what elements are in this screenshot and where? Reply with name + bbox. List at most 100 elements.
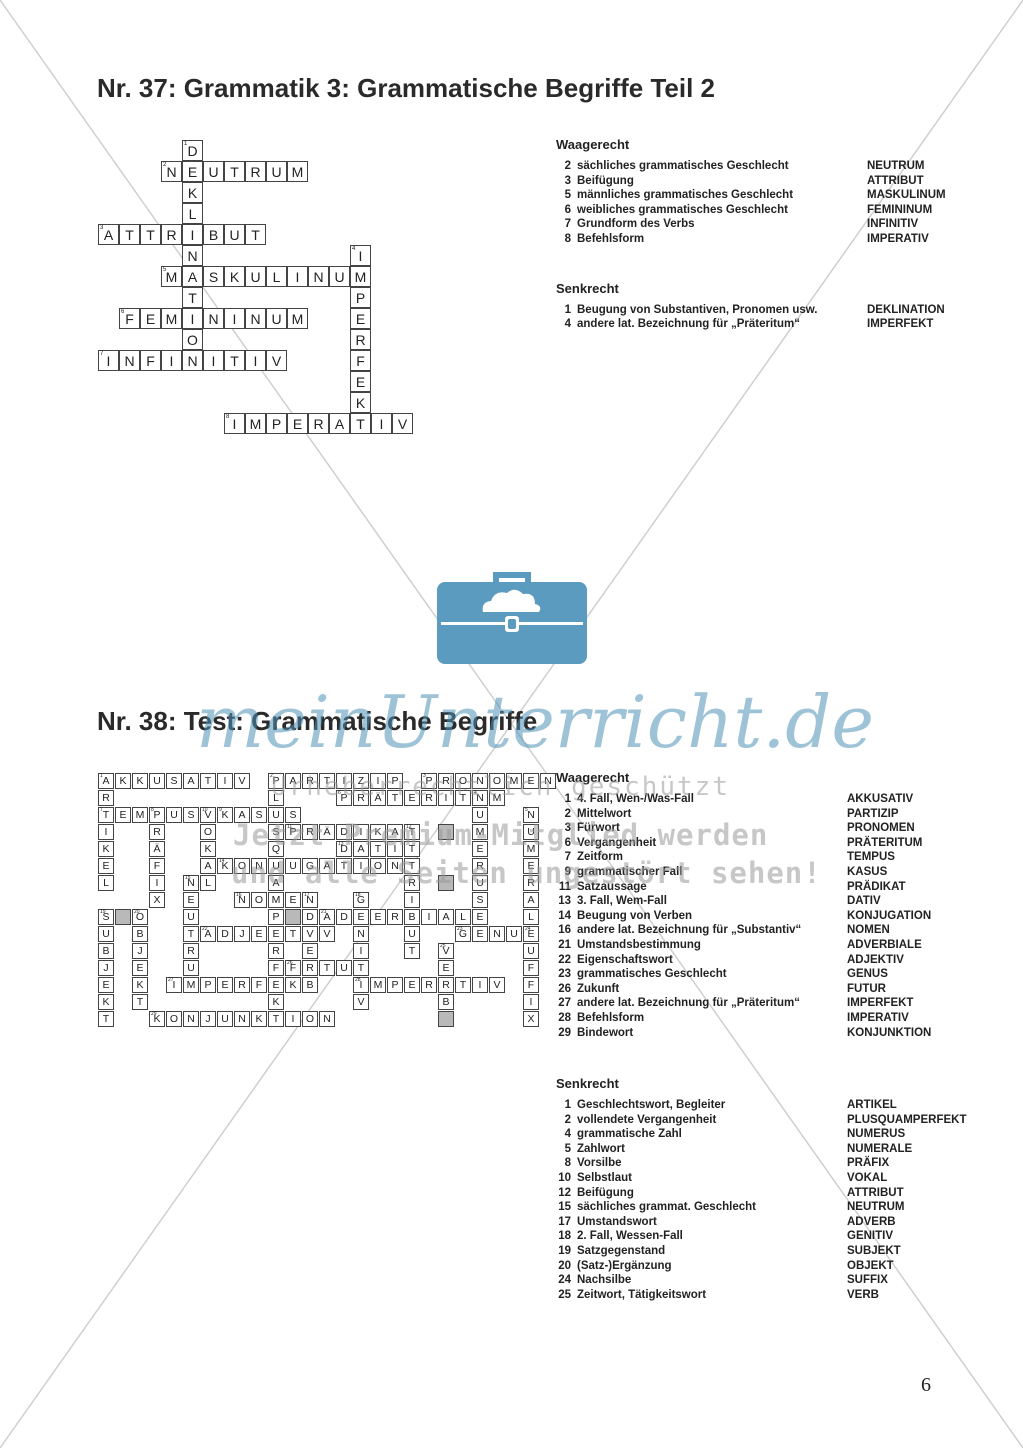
- grid38-cell: T: [200, 773, 216, 789]
- clue-text: Geschlechtswort, Begleiter: [577, 1099, 726, 1112]
- grid38-cell: A: [268, 875, 284, 891]
- grid37-cell: M: [350, 266, 371, 287]
- grid38-cell: L: [200, 875, 216, 891]
- grid38-cell: T: [268, 1011, 284, 1027]
- grid38-cell: O: [370, 858, 386, 874]
- grid38-cell-number: 20: [134, 909, 140, 915]
- watermark-line-3: und alle Seiten ungestört sehen!: [231, 856, 822, 890]
- grid38-cell-number: 9: [219, 807, 222, 813]
- clue-number: 27: [558, 997, 571, 1010]
- clue-text: 4. Fall, Wen-/Was-Fall: [577, 793, 694, 805]
- grid37-cell: T: [224, 161, 245, 182]
- grid37-cell: I: [161, 350, 182, 371]
- grid38-cell: U: [523, 824, 539, 840]
- clue-number: 3: [564, 174, 571, 187]
- grid38-cell: X: [523, 1011, 539, 1027]
- grid38-cell: A: [353, 841, 369, 857]
- grid38-cell: I: [353, 824, 369, 840]
- clue-answer: FEMININUM: [867, 203, 933, 216]
- grid38-cell: S: [183, 807, 199, 823]
- grid38-cell-number: 22: [202, 926, 208, 932]
- grid38-cell: T: [387, 790, 403, 806]
- clue-text: Beugung von Substantiven, Pronomen usw.: [577, 303, 818, 316]
- clue-number: 1: [564, 793, 571, 805]
- grid38-cell-number: 15: [185, 875, 191, 881]
- grid38-cell: P: [387, 977, 403, 993]
- clue-text: andere lat. Bezeichnung für „Substantiv“: [577, 924, 802, 937]
- grid38-cell: J: [98, 960, 114, 976]
- clue-answer: ATTRIBUT: [847, 1186, 904, 1199]
- watermark-line-1: Urheberrechtlich geschützt: [271, 772, 730, 802]
- grid38-cell: R: [98, 790, 114, 806]
- grid38-cell: U: [404, 926, 420, 942]
- grid37-cell: K: [182, 182, 203, 203]
- grid38-cell: E: [472, 841, 488, 857]
- grid38-cell: T: [336, 858, 352, 874]
- grid38-cell: R: [353, 790, 369, 806]
- clue-text: andere lat. Bezeichnung für „Präteritum“: [577, 997, 801, 1010]
- grid38-cell: R: [302, 773, 318, 789]
- grid38-cell-number: 28: [355, 977, 361, 983]
- grid37-cell: T: [224, 350, 245, 371]
- grid37-cell: U: [266, 161, 287, 182]
- grid38-cell: E: [115, 807, 131, 823]
- page-number: 6: [921, 1374, 931, 1396]
- grid38-cell: R: [421, 790, 437, 806]
- grid38-cell: R: [183, 943, 199, 959]
- grid37-cell: N: [308, 266, 329, 287]
- grid38-cell: O: [489, 773, 505, 789]
- grid38-cell: E: [251, 926, 267, 942]
- clue-number: 12: [558, 1186, 571, 1199]
- grid37-cell: I: [203, 350, 224, 371]
- clue-answer: NUMERALE: [847, 1142, 913, 1155]
- clue-answer: NOMEN: [847, 924, 890, 937]
- grid38-cell: E: [98, 977, 114, 993]
- grid37-cell: R: [308, 413, 329, 434]
- clue-answer: INFINITIV: [867, 218, 919, 231]
- grid38-cell-number: 16: [236, 892, 242, 898]
- grid38-cell: Ä: [370, 790, 386, 806]
- grid38-cell: R: [438, 977, 454, 993]
- clue-answer: GENITIV: [847, 1230, 894, 1243]
- grid38-cell: L: [98, 875, 114, 891]
- grid37-cell-number: 6: [121, 309, 125, 315]
- clue-answer: ADJEKTIV: [847, 953, 904, 966]
- grid38-cell: I: [353, 858, 369, 874]
- grid38-cell: O: [455, 773, 471, 789]
- grid38-cell: Q: [268, 841, 284, 857]
- grid38-cell: R: [234, 977, 250, 993]
- clue-text: Satzgegenstand: [577, 1245, 666, 1258]
- grid38-cell-number: 10: [202, 807, 208, 813]
- grid38-cell: K: [98, 994, 114, 1010]
- clue-text: (Satz-)Ergänzung: [577, 1259, 672, 1272]
- grid37-cell: E: [140, 308, 161, 329]
- grid38-cell: T: [285, 926, 301, 942]
- grid38-cell: S: [472, 892, 488, 908]
- clue-text: Nachsilbe: [577, 1274, 632, 1287]
- grid38-cell-number: 4: [474, 790, 477, 796]
- grid38-cell: K: [285, 977, 301, 993]
- grid38-cell: U: [268, 807, 284, 823]
